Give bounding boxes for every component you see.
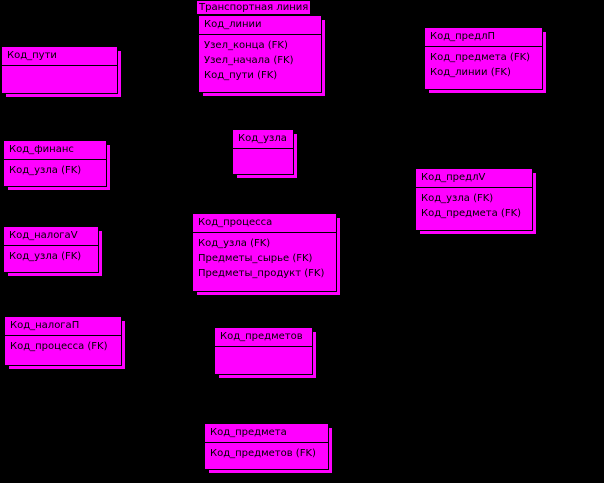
entity-attributes: Код_узла (FK) Предметы_сырье (FK) Предме… [193, 233, 336, 281]
entity-attribute: Предметы_продукт (FK) [198, 268, 325, 279]
entity-key: Код_предметов [215, 328, 312, 347]
entity-attribute: Код_узла (FK) [9, 165, 82, 176]
entity-attributes: Код_узла (FK) [4, 160, 106, 178]
entity-item[interactable]: Код_предмета Код_предметов (FK) [204, 423, 333, 474]
entity-items[interactable]: Код_предметов [214, 327, 317, 379]
entity-box: Код_предлV Код_узла (FK) Код_предмета (F… [415, 168, 533, 231]
entity-attributes: Код_узла (FK) Код_предмета (FK) [416, 188, 532, 221]
entity-attributes: Код_предметов (FK) [205, 443, 328, 461]
entity-path[interactable]: Код_пути [1, 46, 122, 98]
entity-key: Код_налогаП [5, 317, 121, 336]
entity-key: Код_линии [199, 16, 321, 35]
entity-key: Код_финанс [4, 141, 106, 160]
entity-box: Код_налогаV Код_узла (FK) [3, 226, 99, 273]
entity-process[interactable]: Код_процесса Код_узла (FK) Предметы_сырь… [192, 213, 341, 296]
entity-key: Код_предлV [416, 169, 532, 188]
entity-box: Код_финанс Код_узла (FK) [3, 140, 107, 187]
entity-attribute: Код_предмета (FK) [421, 208, 522, 219]
entity-key: Код_налогаV [4, 227, 98, 246]
entity-attribute: Код_узла (FK) [421, 193, 494, 204]
entity-attribute: Код_узла (FK) [9, 251, 82, 262]
entity-key: Код_процесса [193, 214, 336, 233]
entity-box: Код_пути [1, 46, 118, 94]
entity-attribute: Код_предмета (FK) [430, 52, 531, 63]
entity-box: Код_процесса Код_узла (FK) Предметы_сырь… [192, 213, 337, 292]
entity-attributes: Код_узла (FK) [4, 246, 98, 264]
entity-box: Код_узла [232, 129, 294, 175]
entity-transport-line[interactable]: Код_линии Узел_конца (FK) Узел_начала (F… [198, 15, 326, 97]
entity-box: Код_налогаП Код_процесса (FK) [4, 316, 122, 366]
entity-finance[interactable]: Код_финанс Код_узла (FK) [3, 140, 111, 191]
entity-attribute: Код_пути (FK) [204, 70, 278, 81]
entity-key: Код_предмета [205, 424, 328, 443]
entity-nalogv[interactable]: Код_налогаV Код_узла (FK) [3, 226, 103, 277]
entity-attribute: Узел_начала (FK) [204, 55, 294, 66]
entity-title: Транспортная линия [197, 1, 311, 14]
entity-attribute: Код_предметов (FK) [210, 448, 316, 459]
entity-key: Код_предлП [425, 28, 542, 47]
entity-key: Код_пути [2, 47, 117, 66]
entity-attributes: Код_предмета (FK) Код_линии (FK) [425, 47, 542, 80]
entity-box: Код_линии Узел_конца (FK) Узел_начала (F… [198, 15, 322, 93]
entity-attribute: Код_узла (FK) [198, 238, 271, 249]
entity-nalogp[interactable]: Код_налогаП Код_процесса (FK) [4, 316, 126, 370]
entity-box: Код_предмета Код_предметов (FK) [204, 423, 329, 470]
entity-box: Код_предлП Код_предмета (FK) Код_линии (… [424, 27, 543, 90]
entity-box: Код_предметов [214, 327, 313, 375]
entity-attribute: Узел_конца (FK) [204, 40, 288, 51]
entity-predl[interactable]: Код_предлП Код_предмета (FK) Код_линии (… [424, 27, 547, 94]
entity-predlv[interactable]: Код_предлV Код_узла (FK) Код_предмета (F… [415, 168, 537, 235]
entity-attribute: Код_процесса (FK) [10, 341, 108, 352]
entity-attribute: Предметы_сырье (FK) [198, 253, 313, 264]
entity-key: Код_узла [233, 130, 293, 149]
entity-node[interactable]: Код_узла [232, 129, 298, 179]
entity-attribute: Код_линии (FK) [430, 67, 511, 78]
entity-attributes: Узел_конца (FK) Узел_начала (FK) Код_пут… [199, 35, 321, 83]
entity-attributes: Код_процесса (FK) [5, 336, 121, 354]
